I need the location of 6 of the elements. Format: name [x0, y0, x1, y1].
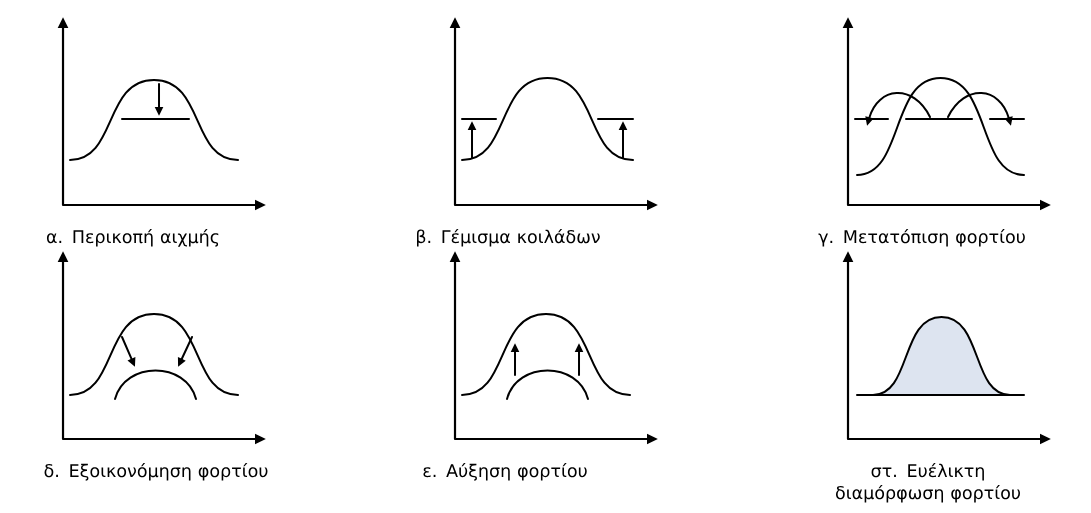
caption: γ. Μετατόπιση φορτίου: [818, 229, 1025, 247]
caption: ε. Αύξηση φορτίου: [423, 463, 587, 481]
caption: δ. Εξοικονόμηση φορτίου: [44, 463, 268, 481]
caption: β. Γέμισμα κοιλάδων: [417, 229, 600, 247]
caption: α. Περικοπή αιχμής: [46, 229, 219, 247]
caption: στ. Ευέλικτη διαμόρφωση φορτίου: [836, 463, 1020, 503]
